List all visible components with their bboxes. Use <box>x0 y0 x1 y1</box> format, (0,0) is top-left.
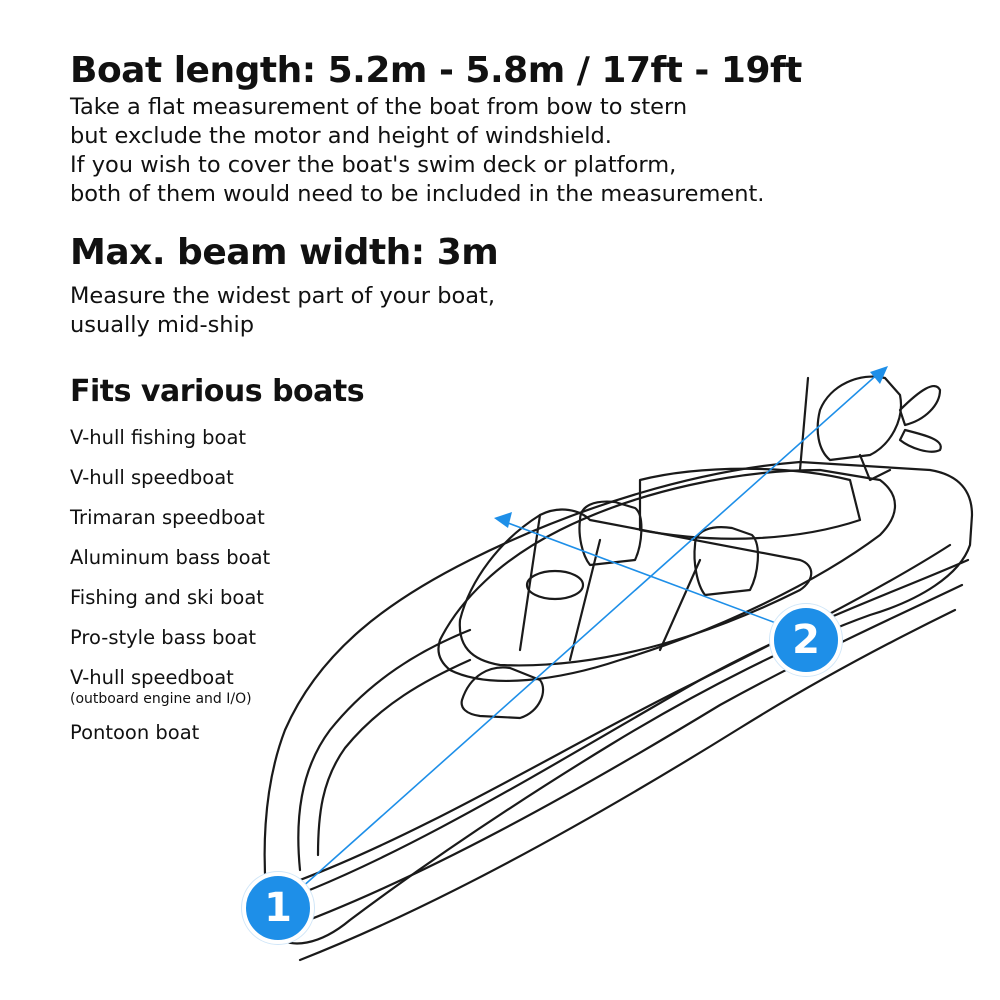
propeller <box>898 385 942 453</box>
boat-type-label: V-hull speedboat <box>70 666 234 689</box>
beam-width-line: Measure the widest part of your boat, <box>70 283 496 309</box>
hull-side <box>268 558 970 907</box>
beam-width-heading: Max. beam width: 3m <box>70 232 499 273</box>
boat-length-line: but exclude the motor and height of wind… <box>70 123 612 149</box>
boat-type-item: Trimaran speedboat <box>70 506 265 529</box>
boat-type-note: (outboard engine and I/O) <box>70 691 252 707</box>
length-arrowhead <box>870 366 888 384</box>
boat-type-item: V-hull fishing boat <box>70 426 247 449</box>
boat-length-line: both of them would need to be included i… <box>70 181 765 207</box>
beam-width-line: usually mid-ship <box>70 312 255 338</box>
seat-right <box>693 526 759 597</box>
boat-type-item: Pontoon boat <box>70 721 200 744</box>
boat-type-item: V-hull speedboat <box>70 466 234 489</box>
steering-wheel <box>525 569 585 601</box>
rear-bench <box>638 467 862 540</box>
boat-length-line: Take a flat measurement of the boat from… <box>70 94 688 120</box>
boat-type-item: Fishing and ski boat <box>70 586 264 609</box>
beam-marker: 2 <box>770 604 842 676</box>
cockpit-rim <box>437 468 896 682</box>
windshield <box>458 508 813 667</box>
bow-marker: 1 <box>242 872 314 944</box>
boat-type-item: Aluminum bass boat <box>70 546 271 569</box>
hull-outline <box>263 460 974 945</box>
deck-line <box>298 543 952 882</box>
bow-hatch <box>460 666 545 720</box>
outboard-engine <box>816 375 903 462</box>
beam-arrowhead <box>494 512 512 528</box>
bow-deck <box>297 628 472 872</box>
beam-measure-line <box>499 519 801 633</box>
fits-boats-heading: Fits various boats <box>70 374 365 409</box>
boat-length-description: Take a flat measurement of the boat from… <box>70 93 764 209</box>
length-measure-line <box>281 371 881 906</box>
beam-width-description: Measure the widest part of your boat, us… <box>70 282 495 340</box>
boat-type-item: Pro-style bass boat <box>70 626 257 649</box>
antenna <box>798 376 810 472</box>
boat-length-heading: Boat length: 5.2m - 5.8m / 17ft - 19ft <box>70 50 802 91</box>
boat-length-line: If you wish to cover the boat's swim dec… <box>70 152 677 178</box>
boat-type-item: V-hull speedboat (outboard engine and I/… <box>70 666 252 707</box>
